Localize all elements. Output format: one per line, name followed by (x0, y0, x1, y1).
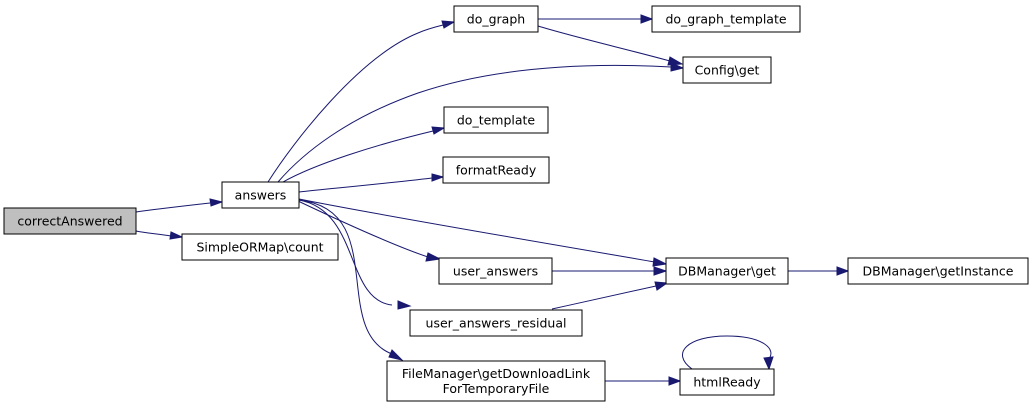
edge-line (282, 130, 434, 183)
node-label: DBManager\get (678, 264, 776, 279)
node-label: DBManager\getInstance (863, 264, 1014, 279)
edge-line (267, 24, 444, 183)
edge-do_graph-to-config_get (537, 25, 684, 66)
arrowhead-icon (388, 349, 404, 361)
node-user-answers[interactable]: user_answers (438, 257, 553, 285)
arrowhead-icon (668, 376, 682, 386)
node-label: user_answers (453, 264, 538, 279)
arrowhead-icon (667, 56, 684, 66)
node-box (453, 5, 539, 33)
edge-dbmanager_get-to-dbmanager_getinstance (788, 266, 850, 276)
node-box (679, 368, 775, 396)
edge-line (298, 198, 656, 263)
node-label: do_graph (467, 12, 525, 27)
node-answers[interactable]: answers (221, 181, 300, 209)
node-label: user_answers_residual (426, 316, 567, 331)
edge-line (681, 335, 772, 370)
node-filemanager-getdownloadlink[interactable]: FileManager\getDownloadLinkForTemporaryF… (386, 360, 606, 402)
edge-answers-to-formatReady (298, 173, 445, 193)
arrowhead-icon (653, 266, 668, 276)
edge-answers-to-do_graph (267, 20, 456, 183)
edge-line (537, 25, 671, 62)
arrowhead-icon (441, 20, 456, 29)
node-label: answers (235, 188, 287, 203)
edge-htmlReady-to-htmlReady (681, 335, 774, 371)
arrowhead-icon (431, 126, 446, 135)
edge-answers-to-do_template (282, 126, 446, 183)
node-simpleormap-count[interactable]: SimpleORMap\count (181, 233, 339, 261)
node-correctanswered: correctAnswered (3, 207, 137, 235)
node-config-get[interactable]: Config\get (682, 56, 772, 84)
arrowhead-icon (640, 14, 654, 24)
node-label: ForTemporaryFile (443, 381, 550, 396)
edge-answers-to-dbmanager_get (298, 198, 668, 267)
node-label: do_graph_template (665, 12, 786, 27)
edge-line (135, 202, 211, 213)
node-box (409, 309, 583, 337)
edge-line (298, 199, 393, 306)
edge-answers-to-user_answers_residual (298, 199, 412, 310)
node-label: htmlReady (693, 375, 761, 390)
node-label: do_template (457, 113, 536, 128)
arrowhead-icon (425, 252, 442, 262)
edge-correctAnswered-to-simpleormap_count (135, 230, 184, 240)
edge-answers-to-filemanager_getdownloadlink (298, 199, 404, 361)
node-label: correctAnswered (17, 214, 122, 229)
arrowhead-icon (169, 231, 184, 240)
edge-line (277, 64, 672, 183)
node-box (3, 207, 137, 235)
edge-correctAnswered-to-answers (135, 198, 224, 213)
arrowhead-icon (836, 266, 850, 276)
node-do-template[interactable]: do_template (443, 106, 549, 134)
arrowhead-icon (763, 356, 774, 371)
node-label: SimpleORMap\count (196, 240, 323, 255)
edge-line (135, 230, 172, 237)
edge-line (298, 199, 393, 355)
edge-user_answers_residual-to-dbmanager_get (551, 281, 669, 310)
node-dbmanager-get[interactable]: DBManager\get (665, 257, 789, 285)
node-box (651, 5, 801, 33)
edge-do_graph-to-do_graph_template (538, 14, 654, 24)
edge-line (551, 285, 657, 310)
node-do-graph-template[interactable]: do_graph_template (651, 5, 801, 33)
node-box (442, 156, 550, 184)
node-box (181, 233, 339, 261)
arrowhead-icon (652, 257, 668, 267)
edge-line (297, 200, 429, 258)
arrowhead-icon (431, 173, 445, 182)
node-box (682, 56, 772, 84)
node-box (443, 106, 549, 134)
call-graph-edges (135, 14, 850, 386)
node-user-answers-residual[interactable]: user_answers_residual (409, 309, 583, 337)
node-label: Config\get (695, 63, 760, 78)
node-label: formatReady (456, 163, 537, 178)
edge-line (298, 177, 433, 193)
arrowhead-icon (654, 281, 669, 291)
node-box (847, 257, 1029, 285)
node-box (665, 257, 789, 285)
arrowhead-icon (209, 198, 224, 207)
edge-user_answers-to-dbmanager_get (552, 266, 668, 276)
node-label: FileManager\getDownloadLink (402, 366, 591, 381)
node-htmlready[interactable]: htmlReady (679, 368, 775, 396)
edge-filemanager_getdownloadlink-to-htmlReady (605, 376, 682, 386)
edge-answers-to-user_answers (297, 200, 442, 262)
node-dbmanager-getinstance[interactable]: DBManager\getInstance (847, 257, 1029, 285)
node-do-graph[interactable]: do_graph (453, 5, 539, 33)
node-formatready[interactable]: formatReady (442, 156, 550, 184)
arrowhead-icon (397, 300, 412, 310)
node-box (386, 360, 606, 402)
node-box (438, 257, 553, 285)
node-box (221, 181, 300, 209)
